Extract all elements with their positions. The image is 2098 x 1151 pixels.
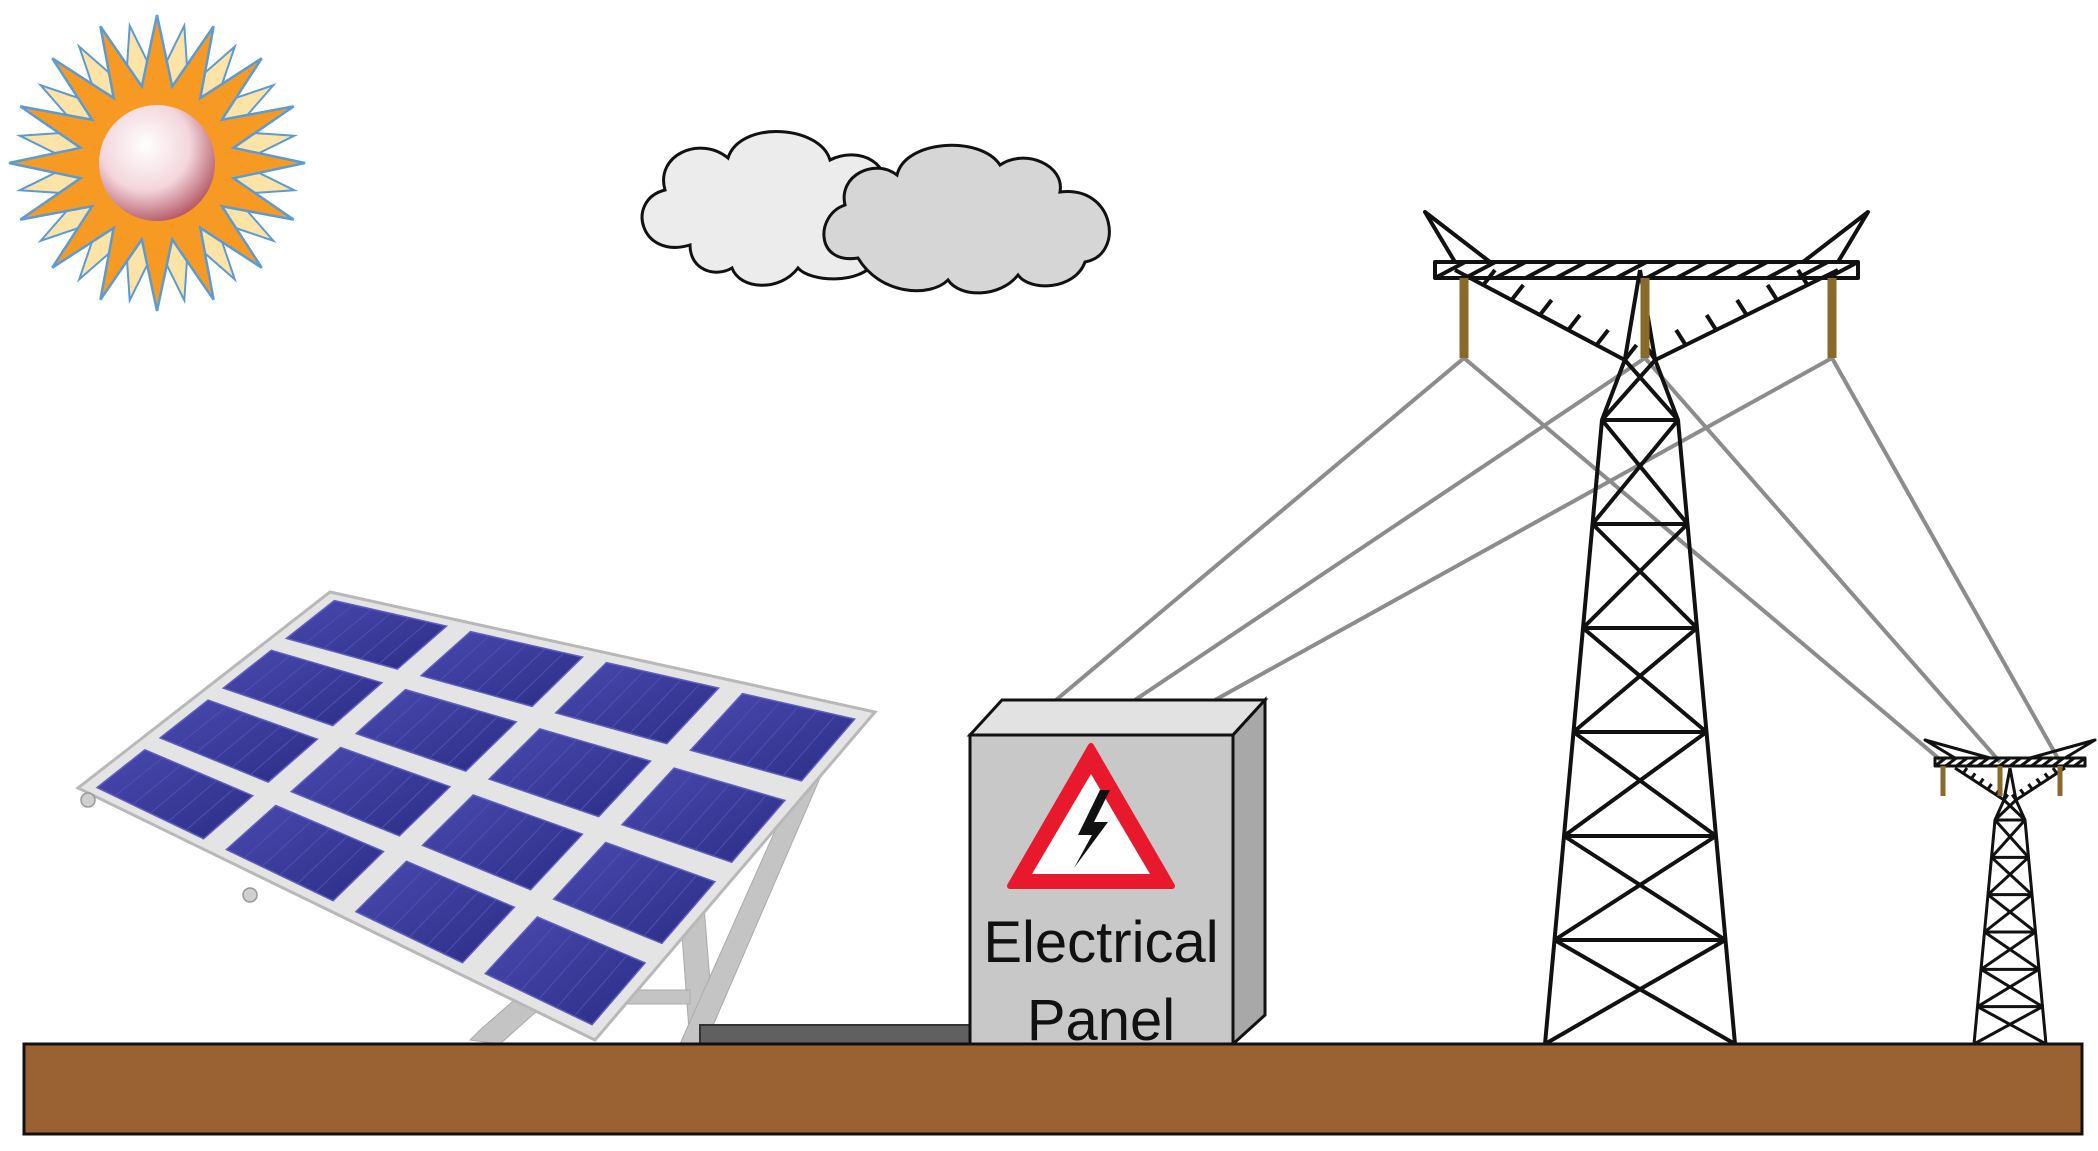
transmission-tower-icon — [1423, 210, 1870, 1046]
solar-cell — [289, 746, 452, 837]
cloud-icon — [640, 130, 1111, 295]
electrical-panel: Electrical Panel — [966, 696, 1269, 1053]
ground-cable — [699, 1024, 971, 1046]
solar-cell — [284, 599, 449, 670]
solar-cell — [487, 727, 652, 818]
high-voltage-warning-icon — [1007, 743, 1175, 889]
transmission-tower-icon — [1923, 738, 2097, 1046]
ground — [22, 1042, 2084, 1136]
sun-icon — [8, 14, 306, 312]
power-lines — [1054, 356, 2062, 764]
panel-label-line2: Panel — [1027, 988, 1175, 1053]
solar-panel-icon — [75, 590, 878, 1042]
solar-cell — [421, 794, 584, 891]
solar-cell — [419, 630, 585, 708]
solar-cell — [484, 916, 647, 1026]
panel-label-line1: Electrical — [983, 910, 1218, 975]
